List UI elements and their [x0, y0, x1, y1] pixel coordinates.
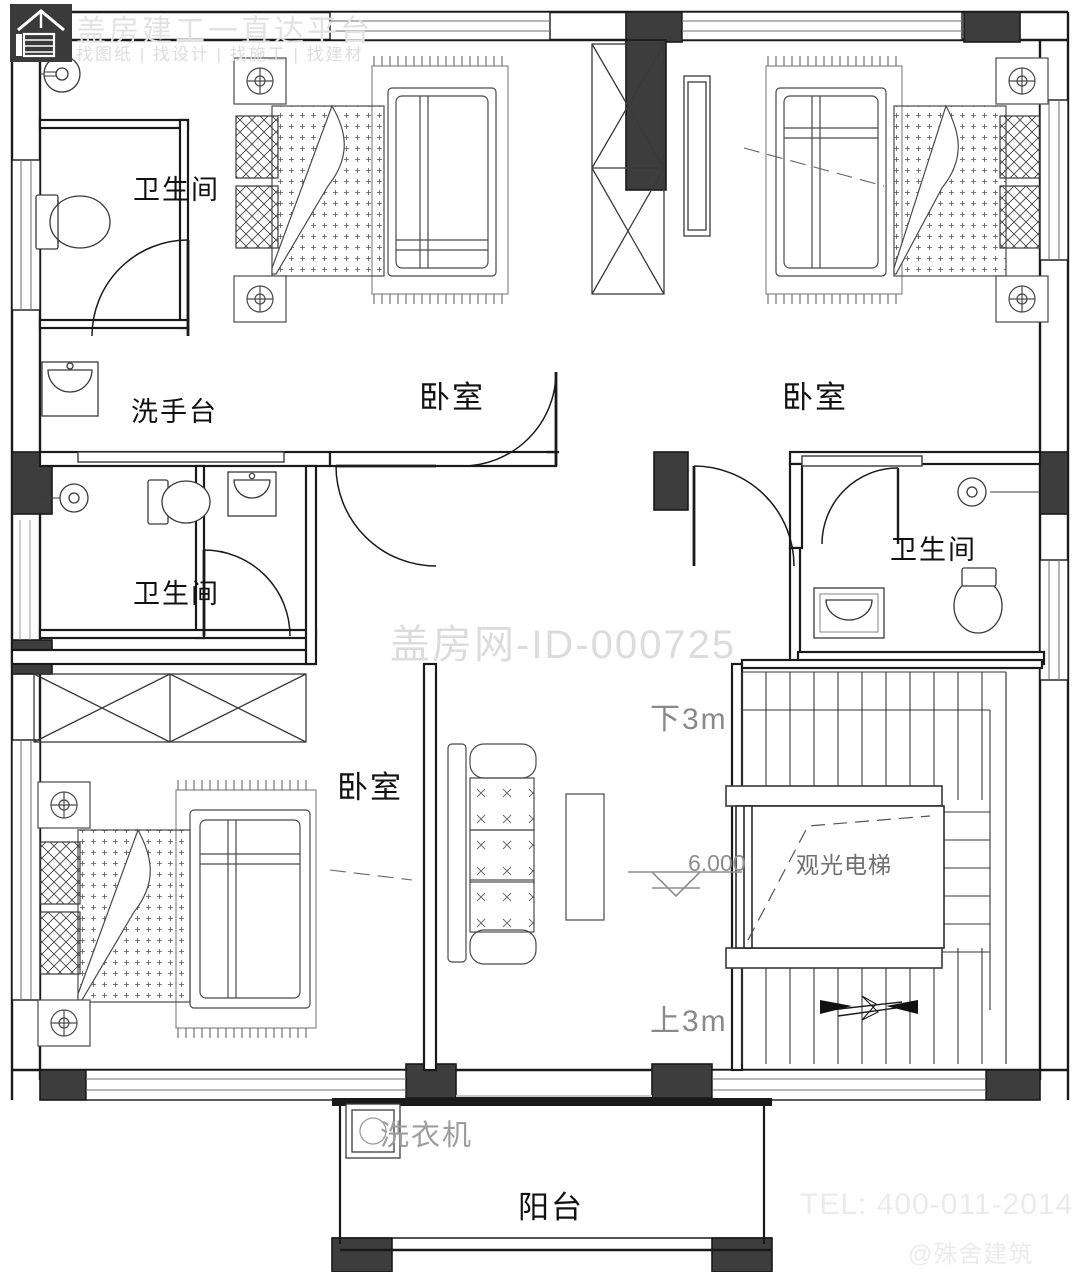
room-label-bathroom-right: 卫生间: [890, 535, 977, 565]
room-label-washbasin: 洗手台: [131, 397, 218, 427]
room-label-bathroom-top-left: 卫生间: [133, 175, 220, 205]
window-opening: [11, 11, 1069, 1101]
watermark-center-id: 盖房网-ID-000725: [390, 623, 737, 667]
room-label-bedroom-bottom-left: 卧室: [337, 770, 403, 805]
sofa-three-seat: [447, 743, 537, 965]
annotation-stair-down: 下3m: [650, 703, 728, 736]
washbasin-top-left: [41, 361, 99, 417]
elevator-shaft: [735, 805, 945, 949]
bathroom-right-fixtures: [813, 477, 1040, 639]
annotation-elevation-value: 6.000: [688, 850, 746, 876]
bathroom-top-left-fixtures: [35, 55, 111, 250]
counter-ledge: [77, 451, 923, 467]
elevation-marker: [628, 871, 742, 898]
watermark-brand-title: 盖房建工一直达平台: [76, 15, 373, 48]
label-washing-machine: 洗衣机: [380, 1120, 474, 1152]
washing-machine: [345, 1103, 401, 1159]
balcony-structure: [332, 1098, 772, 1252]
bed-top-right: [743, 56, 1049, 323]
staircase: [725, 671, 1007, 1064]
door-swing-arc: [91, 239, 900, 637]
room-label-bedroom-top-right: 卧室: [782, 380, 848, 415]
side-table: [565, 793, 605, 921]
bed-top-left: [233, 56, 509, 323]
stair-break-arrow: [820, 1000, 918, 1014]
room-label-bedroom-top-left: 卧室: [419, 380, 485, 415]
wardrobe: [33, 43, 711, 743]
watermark-brand-nav: 找图纸 | 找设计 | 找施工 | 找建材: [76, 45, 364, 64]
bed-bottom-left: [37, 780, 413, 1047]
watermark-tel: TEL: 400-011-2014: [800, 1188, 1074, 1221]
annotation-elevator: 观光电梯: [796, 852, 892, 878]
house-logo-icon: [10, 4, 72, 62]
room-label-bathroom-mid-left: 卫生间: [133, 579, 220, 609]
room-label-balcony: 阳台: [518, 1190, 584, 1225]
window-mullion: [20, 20, 1060, 1091]
duct-line: [19, 520, 31, 640]
bathroom-mid-left-fixtures: [40, 471, 277, 525]
watermark-handle: @殊舍建筑: [908, 1241, 1034, 1268]
annotation-stair-up: 上3m: [650, 1005, 728, 1038]
